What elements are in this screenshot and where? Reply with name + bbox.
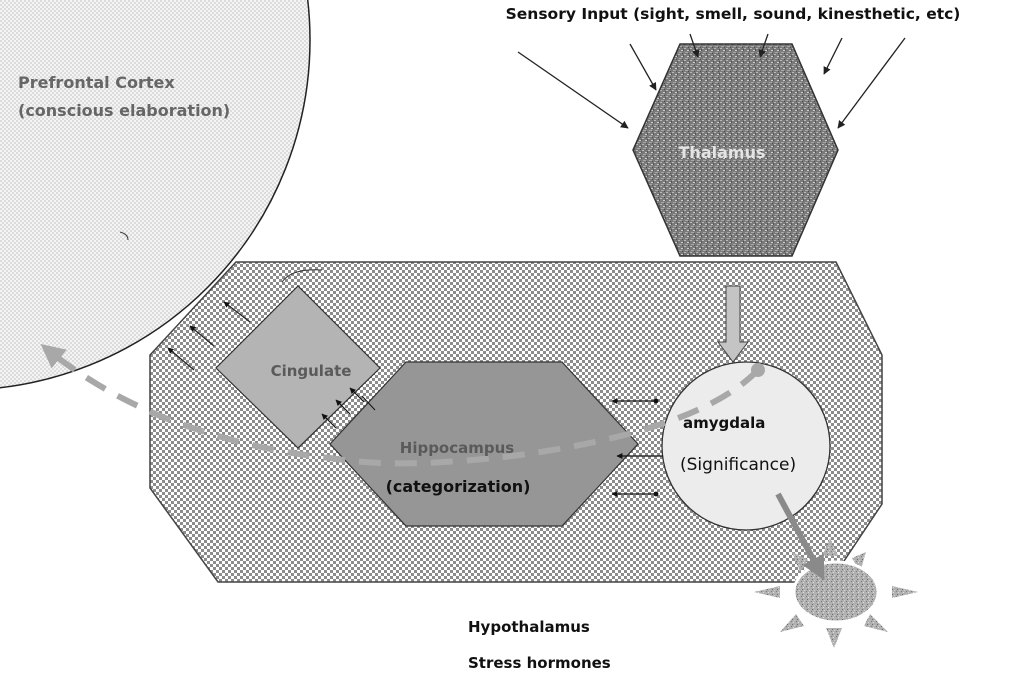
arrow-icon [823,37,843,75]
cingulate-label: Cingulate [271,362,352,380]
arrow-icon [837,37,906,129]
amygdala-shape [661,361,831,531]
cingulate-shape [215,285,381,449]
hippocampus-sublabel: (categorization) [386,477,531,496]
small-curve-mark [281,269,323,283]
cingulate-output-arrows [167,301,251,371]
prefrontal-cortex-sublabel: (conscious elaboration) [18,101,230,120]
small-curve-mark [119,231,129,241]
hippocampus-shape [329,361,639,527]
hippocampus-label: Hippocampus [400,439,515,457]
dashed-path-start-dot [751,363,765,377]
stress-hormones-label: Stress hormones [468,654,611,672]
hippocampus-to-cingulate-arrows [321,387,376,429]
arrow-icon [517,51,629,129]
hypothalamus-label: Hypothalamus [468,618,590,636]
arrow-icon [758,33,769,58]
amygdala-to-hypothalamus-arrow [775,492,825,581]
thalamus-to-amygdala-arrow [717,285,749,363]
sensory-input-title: Sensory Input (sight, smell, sound, kine… [506,5,961,23]
arrow-icon [689,33,700,58]
hippocampus-amygdala-arrows [611,398,663,497]
thalamus-shape [632,43,839,257]
amygdala-label: amygdala [683,414,765,432]
sensory-arrows [517,33,906,129]
thalamus-label: Thalamus [679,143,766,162]
prefrontal-cortex-label: Prefrontal Cortex [18,73,175,92]
arrow-icon [629,43,657,91]
amygdala-to-prefrontal-dashed-path [40,343,761,467]
amygdala-sublabel: (Significance) [680,455,796,475]
prefrontal-cortex-region [0,0,311,389]
